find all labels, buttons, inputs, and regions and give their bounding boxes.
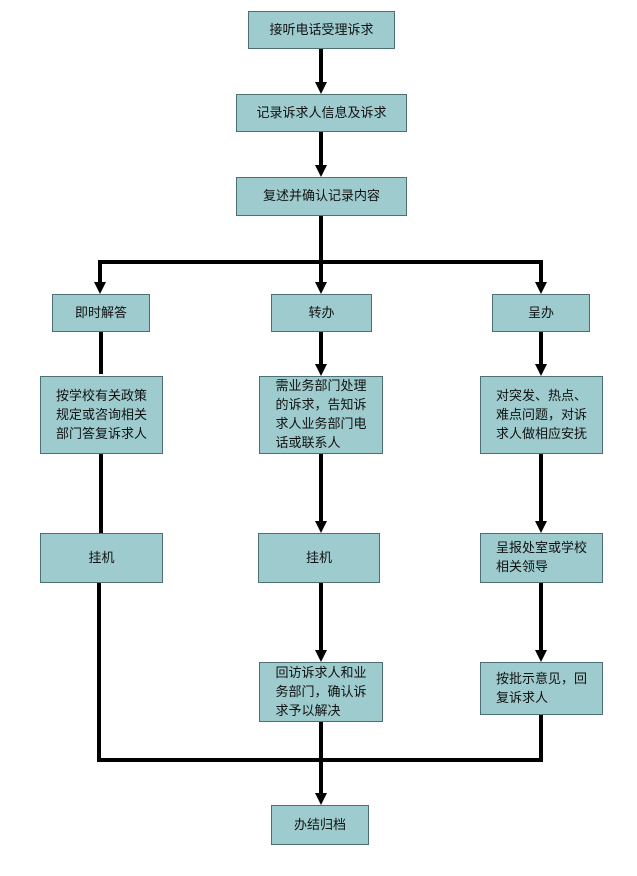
arrow-detail-to-hangup-arrowhead [315,521,327,533]
arrow-transfer-to-detail-arrowhead [315,364,327,376]
node-archive: 办结归档 [271,805,369,845]
node-report-detail: 对突发、热点、 难点问题，对诉 求人做相应安抚 [480,376,603,454]
node-receive-complaint-label: 接听电话受理诉求 [269,22,374,38]
node-record-info-label: 记录诉求人信息及诉求 [256,105,387,121]
node-hangup-middle: 挂机 [258,533,380,583]
node-hangup-left: 挂机 [40,533,163,583]
node-reply: 按批示意见，回 复诉求人 [480,662,603,715]
node-report-leader: 呈报处室或学校 相关领导 [480,533,603,583]
node-confirm-record: 复述并确认记录内容 [236,177,407,216]
node-record-info: 记录诉求人信息及诉求 [236,94,407,132]
node-followup-label: 回访诉求人和业 务部门，确认诉 求予以解决 [275,665,367,719]
node-transfer-detail-label: 需业务部门处理 的诉求，告知诉 求人业务部门电 话或联系人 [275,379,367,451]
arrow-branch-to-answer-arrowhead [94,282,106,294]
node-reply-label: 按批示意见，回 复诉求人 [495,671,587,706]
arrow-branch-to-report-arrowhead [535,282,547,294]
node-answer-detail-label: 按学校有关政策 规定或咨询相关 部门答复诉求人 [55,388,147,442]
node-report: 呈办 [492,294,590,332]
arrow-record-to-confirm-arrowhead [315,165,327,177]
node-confirm-record-label: 复述并确认记录内容 [262,189,380,204]
node-followup: 回访诉求人和业 务部门，确认诉 求予以解决 [259,662,383,722]
arrow-hangup-to-followup-arrowhead [315,650,327,662]
node-report-leader-label: 呈报处室或学校 相关领导 [495,541,587,575]
node-archive-label: 办结归档 [293,817,346,833]
arrow-detail-to-leader-arrowhead [535,521,547,533]
node-report-label: 呈办 [527,305,554,321]
node-answer-detail: 按学校有关政策 规定或咨询相关 部门答复诉求人 [40,376,163,454]
arrow-receive-to-record-arrowhead [315,82,327,94]
node-hangup-middle-label: 挂机 [305,550,332,566]
arrow-leader-to-reply-arrowhead [535,650,547,662]
arrow-branch-to-transfer-arrowhead [315,282,327,294]
node-report-detail-label: 对突发、热点、 难点问题，对诉 求人做相应安抚 [495,388,587,442]
arrow-report-to-detail-arrowhead [535,364,547,376]
arrow-merge-to-archive-arrowhead [315,793,327,805]
node-transfer-detail: 需业务部门处理 的诉求，告知诉 求人业务部门电 话或联系人 [259,376,383,454]
node-hangup-left-label: 挂机 [88,550,115,566]
node-transfer-label: 转办 [308,305,335,321]
node-transfer: 转办 [271,294,372,332]
node-receive-complaint: 接听电话受理诉求 [248,11,395,49]
node-instant-answer-label: 即时解答 [74,305,127,321]
node-instant-answer: 即时解答 [52,294,150,332]
